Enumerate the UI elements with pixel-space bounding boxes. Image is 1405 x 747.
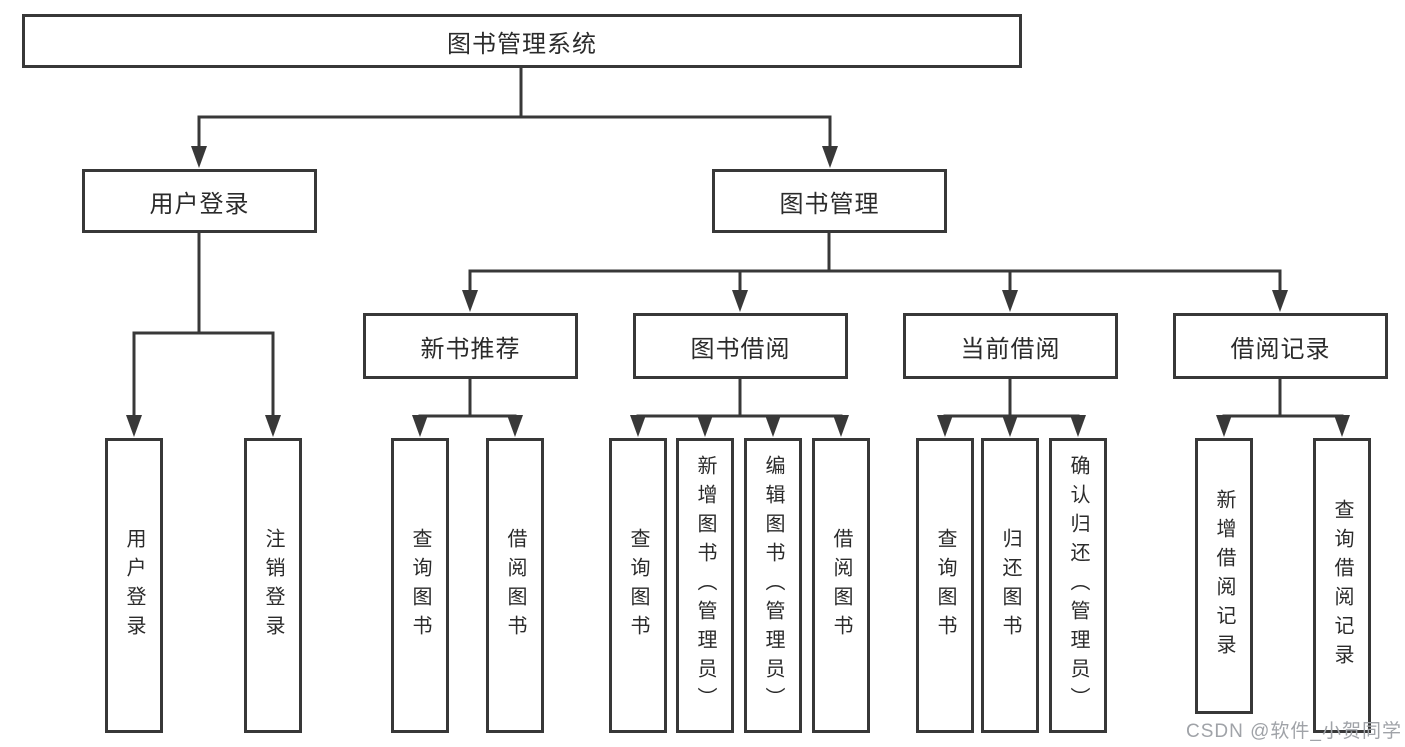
leaf-user-login: 用户登录 — [105, 438, 163, 733]
node-library-management-system: 图书管理系统 — [22, 14, 1022, 68]
arrowheads — [126, 146, 1350, 437]
leaf-borrow-edit-books-admin-label: 编辑图书（管理员） — [762, 455, 784, 716]
leaf-recommend-query-books: 查询图书 — [391, 438, 449, 733]
leaf-current-confirm-return-admin: 确认归还（管理员） — [1049, 438, 1107, 733]
leaf-records-add-record-label: 新增借阅记录 — [1213, 489, 1235, 663]
node-borrowing-records: 借阅记录 — [1173, 313, 1388, 379]
leaf-current-return-books-label: 归还图书 — [999, 527, 1021, 644]
leaf-records-query-record: 查询借阅记录 — [1313, 438, 1371, 733]
node-new-book-recommendation: 新书推荐 — [363, 313, 578, 379]
node-book-management: 图书管理 — [712, 169, 947, 233]
node-current-borrowing: 当前借阅 — [903, 313, 1118, 379]
leaf-borrow-add-books-admin: 新增图书（管理员） — [676, 438, 734, 733]
leaf-recommend-query-books-label: 查询图书 — [409, 527, 431, 644]
leaf-borrow-edit-books-admin: 编辑图书（管理员） — [744, 438, 802, 733]
leaf-recommend-borrow-books-label: 借阅图书 — [504, 527, 526, 644]
leaf-current-query-books: 查询图书 — [916, 438, 974, 733]
leaf-logout-label: 注销登录 — [262, 527, 284, 644]
leaf-borrow-add-books-admin-label: 新增图书（管理员） — [694, 455, 716, 716]
leaf-borrow-borrow-books: 借阅图书 — [812, 438, 870, 733]
leaf-current-query-books-label: 查询图书 — [934, 527, 956, 644]
leaf-current-return-books: 归还图书 — [981, 438, 1039, 733]
leaf-user-login-label: 用户登录 — [123, 527, 145, 644]
node-user-login: 用户登录 — [82, 169, 317, 233]
leaf-borrow-query-books-label: 查询图书 — [627, 527, 649, 644]
leaf-borrow-query-books: 查询图书 — [609, 438, 667, 733]
leaf-records-query-record-label: 查询借阅记录 — [1331, 498, 1353, 673]
leaf-logout: 注销登录 — [244, 438, 302, 733]
leaf-borrow-borrow-books-label: 借阅图书 — [830, 527, 852, 644]
csdn-watermark: CSDN @软件_小贺同学 — [1186, 721, 1402, 742]
leaf-recommend-borrow-books: 借阅图书 — [486, 438, 544, 733]
node-book-borrowing: 图书借阅 — [633, 313, 848, 379]
leaf-current-confirm-return-admin-label: 确认归还（管理员） — [1067, 455, 1089, 716]
leaf-records-add-record: 新增借阅记录 — [1195, 438, 1253, 714]
